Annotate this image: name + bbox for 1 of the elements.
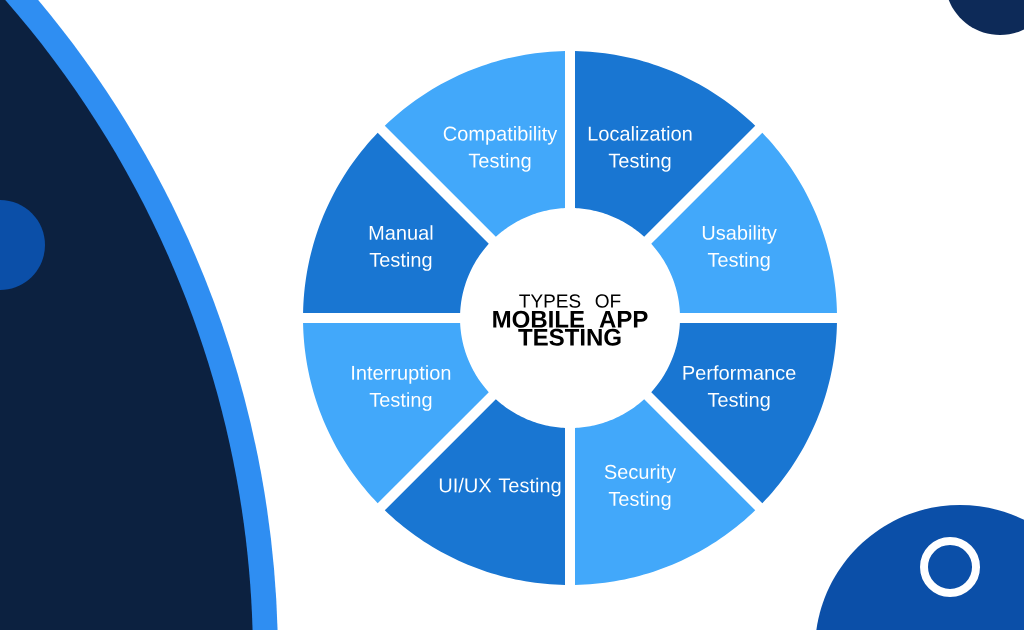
center-title: TYPES OF MOBILE APP TESTING [493,294,648,346]
